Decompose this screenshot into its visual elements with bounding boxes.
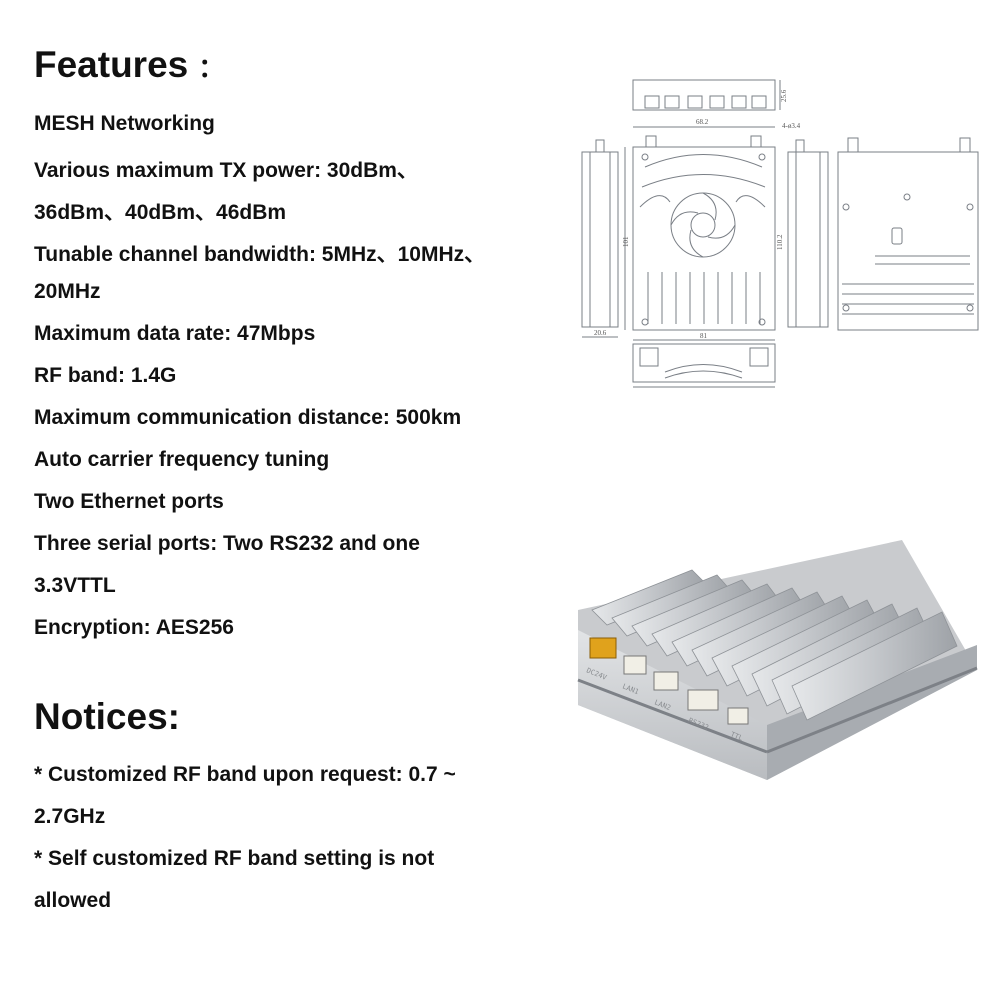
dim-left-height: 101: [622, 236, 630, 247]
feature-line: Three serial ports: Two RS232 and one: [34, 532, 420, 555]
drawing-back-view: [837, 137, 979, 331]
dim-bottom-left: 20.6: [594, 329, 607, 337]
dim-top-width: 68.2: [696, 118, 709, 126]
feature-line: 3.3VTTL: [34, 574, 116, 597]
feature-line: Encryption: AES256: [34, 616, 234, 639]
feature-line: Two Ethernet ports: [34, 490, 224, 513]
rs232-port: [687, 689, 719, 711]
notice-line: * Self customized RF band setting is not: [34, 847, 435, 870]
drawing-front-view: [624, 126, 776, 341]
notice-line: * Customized RF band upon request: 0.7 ~: [34, 763, 456, 786]
lan2-port: [653, 671, 679, 691]
dim-right-height: 110.2: [776, 234, 784, 250]
heatsink-fins: [591, 569, 958, 721]
feature-line: MESH Networking: [34, 112, 215, 135]
feature-line: 20MHz: [34, 280, 101, 303]
power-connector: [589, 637, 617, 659]
product-image: DC24V LAN1 LAN2 RS232 TTL: [577, 540, 978, 780]
ttl-port: [727, 707, 749, 725]
drawing-right-view: [787, 139, 829, 328]
dim-bottom-width: 81: [700, 332, 708, 340]
features-heading: Features：: [34, 44, 225, 85]
notices-heading: Notices:: [34, 696, 180, 737]
notice-line: allowed: [34, 889, 112, 912]
drawing-bottom-view: [632, 343, 776, 388]
feature-line: Maximum data rate: 47Mbps: [34, 322, 316, 345]
feature-line: Auto carrier frequency tuning: [34, 448, 330, 471]
feature-line: RF band: 1.4G: [34, 364, 177, 387]
dim-top-height: 25.6: [780, 89, 788, 102]
technical-drawing: 68.2 4-ø3.4 25.6 101 110.2 20.6 81: [581, 79, 979, 388]
feature-line: 36dBm、40dBm、46dBm: [34, 201, 287, 224]
drawing-top-view: [632, 79, 781, 111]
dim-hole: 4-ø3.4: [782, 122, 801, 130]
feature-line: Various maximum TX power: 30dBm、: [34, 159, 418, 182]
feature-line: Maximum communication distance: 500km: [34, 406, 462, 429]
notice-line: 2.7GHz: [34, 805, 106, 828]
port-panel: [589, 637, 749, 725]
lan1-port: [623, 655, 647, 675]
drawing-left-view: [581, 139, 619, 338]
feature-line: Tunable channel bandwidth: 5MHz、10MHz、: [34, 243, 486, 266]
